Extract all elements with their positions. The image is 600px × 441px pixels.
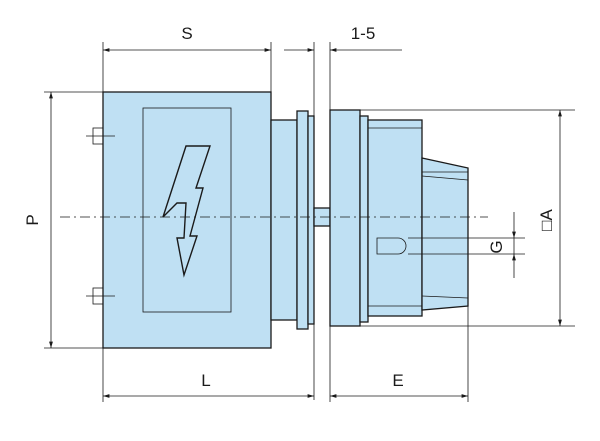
dimension-gap-label: 1-5: [351, 24, 376, 43]
dimension-s-label: S: [181, 24, 192, 43]
knob-lever: [421, 157, 469, 311]
dimension-g-label: G: [487, 240, 506, 253]
dimension-g: G: [487, 212, 516, 278]
flange-step: [359, 115, 369, 323]
housing-body: [102, 91, 272, 349]
indicator-slot: [376, 237, 407, 255]
bottom-fastener: [86, 287, 115, 305]
lightning-bolt-icon: [162, 145, 211, 278]
collar-ring: [296, 110, 309, 330]
dimension-a-label: □A: [537, 209, 556, 231]
dimension-a: □A: [537, 110, 562, 326]
housing: [86, 91, 272, 349]
front-unit: [329, 109, 469, 327]
panel-wall-left: [307, 115, 315, 325]
dimension-p: P: [23, 92, 53, 348]
dimension-l: L: [103, 371, 314, 398]
collar-body: [270, 119, 298, 321]
dimension-gap: 1-5: [284, 24, 402, 52]
collar: [270, 110, 315, 330]
top-fastener: [86, 127, 115, 145]
dimension-p-label: P: [23, 214, 42, 225]
dimension-e-label: E: [392, 371, 403, 390]
dimension-l-label: L: [201, 371, 210, 390]
dimension-s: S: [103, 24, 271, 52]
knob-body: [367, 119, 423, 317]
dimension-e: E: [330, 371, 468, 398]
housing-label-panel: [142, 107, 232, 313]
front-flange: [329, 109, 361, 327]
